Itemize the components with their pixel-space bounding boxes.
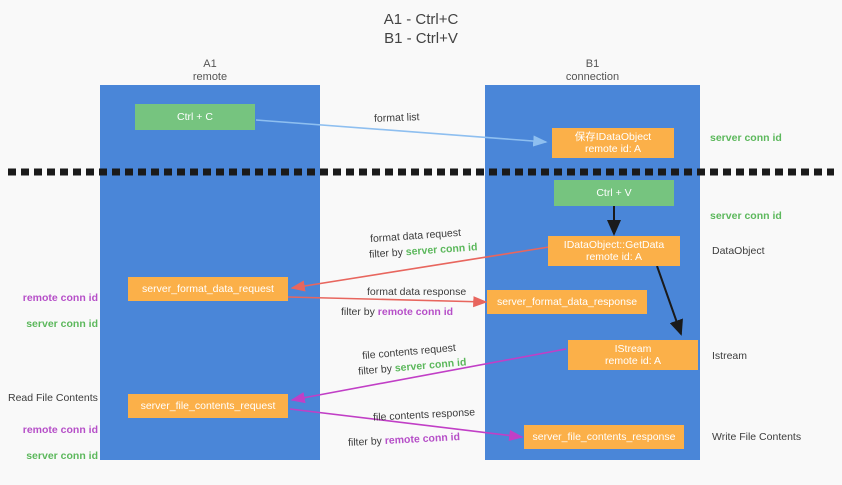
annot-write-file-contents: Write File Contents — [712, 431, 802, 443]
annot-istream: Istream — [712, 350, 748, 362]
node-istream[interactable]: IStream remote id: A — [568, 340, 698, 370]
diagram-title: A1 - Ctrl+C B1 - Ctrl+V — [383, 11, 459, 47]
node-server-format-data-request[interactable]: server_format_data_request — [128, 277, 288, 301]
annot-dataobject: DataObject — [712, 245, 765, 257]
annot-remote-conn-id: remote conn id — [22, 292, 98, 304]
annot-conn-ids-file: remote conn id server conn id — [12, 411, 98, 476]
annot-read-file-contents: Read File Contents — [8, 392, 98, 404]
filter-value-remote-conn-id: remote conn id — [377, 306, 454, 318]
edge-label-file-contents-response-filter: filter by remote conn id — [348, 430, 461, 450]
node-server-file-contents-response[interactable]: server_file_contents_response — [524, 425, 684, 449]
annot-server-conn-id: server conn id — [26, 318, 98, 330]
edge-label-format-data-response: format data response — [367, 286, 467, 298]
node-ctrl-c[interactable]: Ctrl + C — [135, 104, 255, 130]
edge-label-format-list: format list — [373, 111, 420, 125]
node-server-format-data-response[interactable]: server_format_data_response — [487, 290, 647, 314]
node-server-file-contents-request[interactable]: server_file_contents_request — [128, 394, 288, 418]
annot-server-conn-id-mid: server conn id — [710, 210, 782, 222]
annot-conn-ids-format: remote conn id server conn id — [12, 279, 98, 344]
filter-prefix: filter by — [341, 306, 378, 318]
edge-label-format-data-response-filter: filter by remote conn id — [341, 305, 453, 319]
node-ctrl-v[interactable]: Ctrl + V — [554, 180, 674, 206]
filter-prefix: filter by — [357, 362, 396, 378]
annot-server-conn-id: server conn id — [26, 450, 98, 462]
filter-prefix: filter by — [368, 246, 407, 261]
filter-value-remote-conn-id: remote conn id — [384, 431, 461, 447]
node-idataobject-getdata[interactable]: IDataObject::GetData remote id: A — [548, 236, 680, 266]
annot-remote-conn-id: remote conn id — [22, 424, 98, 436]
node-idataobject[interactable]: 保存IDataObject remote id: A — [552, 128, 674, 158]
filter-prefix: filter by — [347, 435, 386, 449]
edge-label-file-contents-response: file contents response — [372, 406, 476, 424]
filter-value-server-conn-id: server conn id — [405, 241, 478, 259]
lane-header-a1: A1 remote — [192, 58, 228, 83]
lane-header-b1: B1 connection — [565, 58, 620, 83]
annot-server-conn-id-top: server conn id — [710, 132, 782, 144]
